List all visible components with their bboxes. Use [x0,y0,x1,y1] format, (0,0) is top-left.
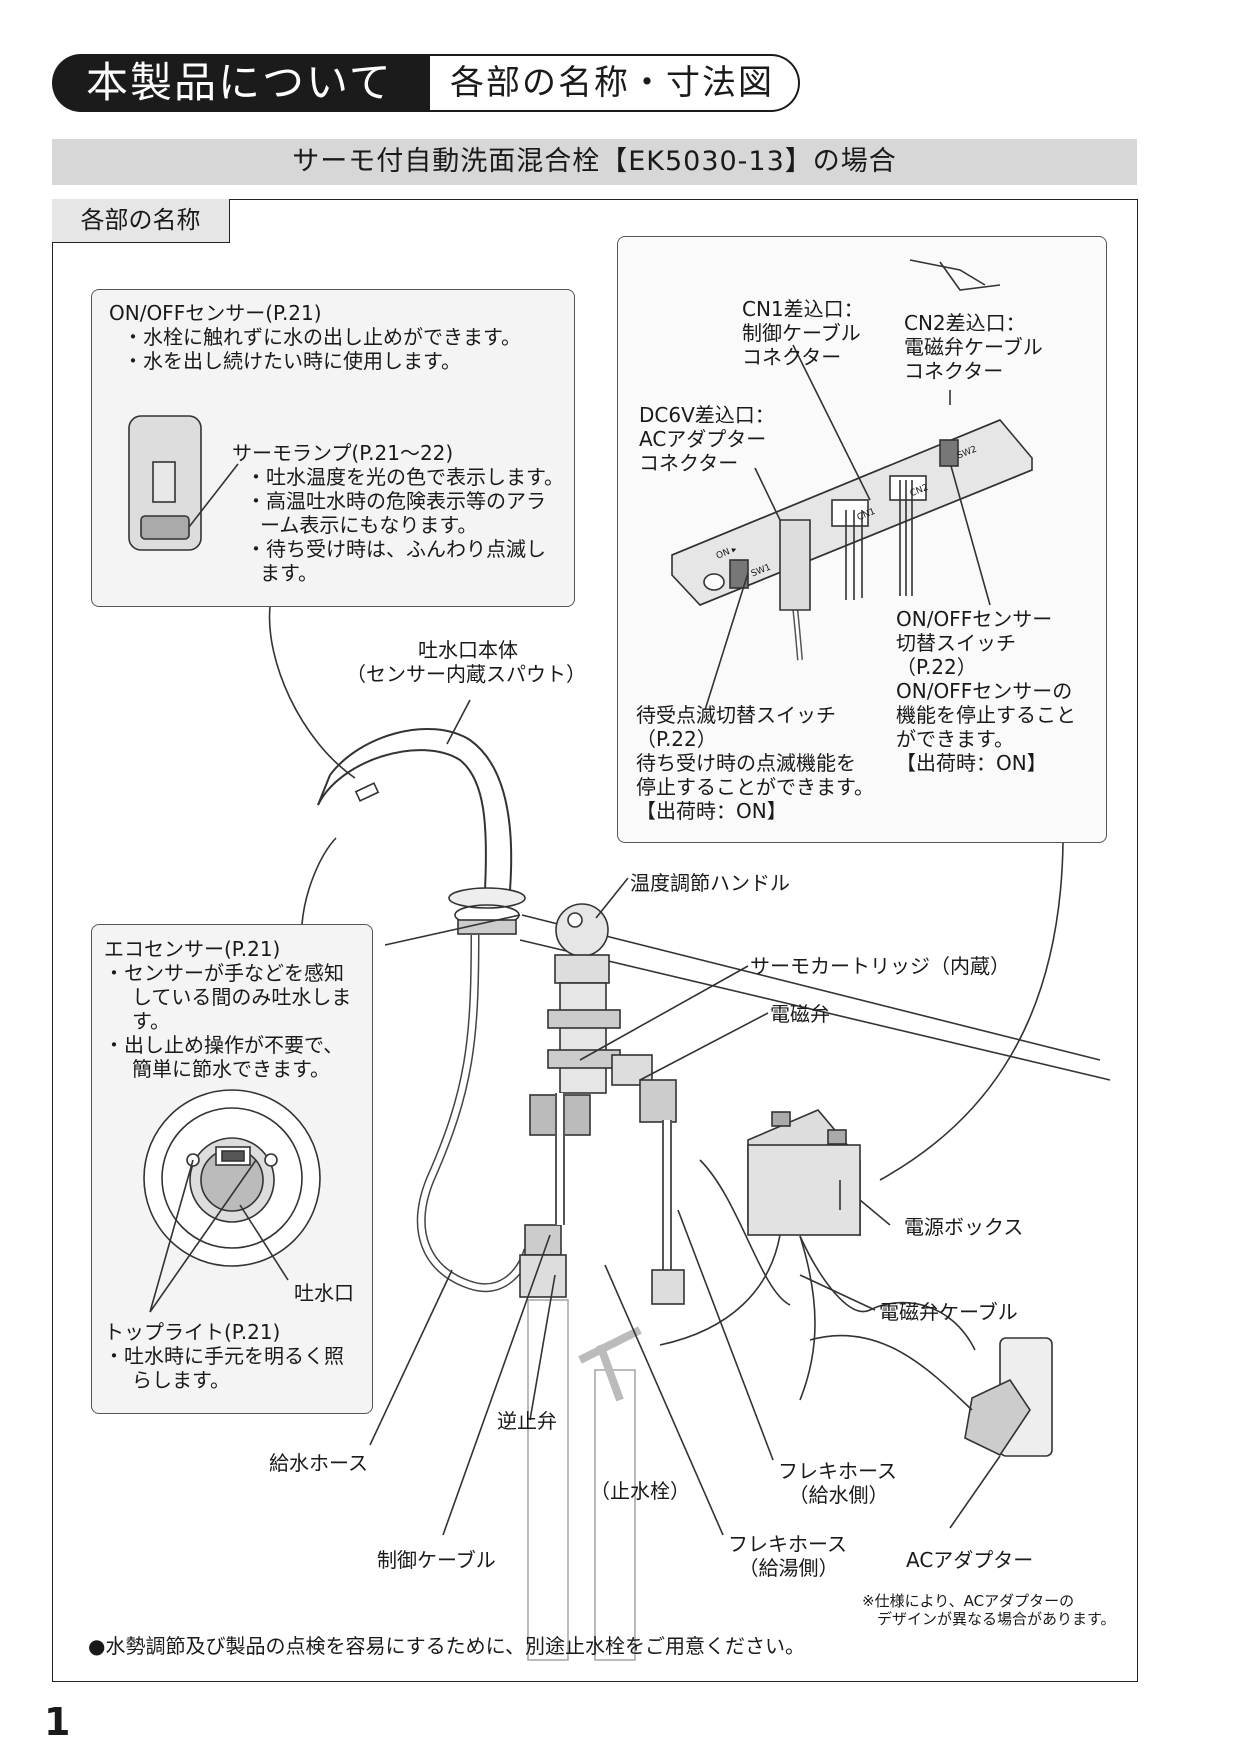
thermo-lamp-line-4: ・待ち受け時は、ふんわり点滅し [246,537,546,561]
eco-line-1: ・センサーが手などを感知 [104,961,344,985]
power-box-label: 電源ボックス [904,1215,1024,1239]
footnote-line-2: デザインが異なる場合があります。 [877,1610,1116,1628]
ac-adapter-label: ACアダプター [906,1548,1034,1572]
page-number: 1 [44,1700,71,1744]
parts-name-tab: 各部の名称 [52,199,230,243]
onoff-switch-line-6: ができます。 [896,727,1014,751]
onoff-switch-line-2: 切替スイッチ [896,631,1016,655]
standby-line-2: （P.22） [636,727,717,751]
onoff-line-2: ・水を出し続けたい時に使用します。 [123,349,461,373]
control-cable-label: 制御ケーブル [377,1548,496,1572]
flex-cold-label: フレキホース （給水側） [778,1459,897,1507]
thermo-lamp-text: サーモランプ(P.21～22) ・吐水温度を光の色で表示します。 ・高温吐水時の… [232,441,564,585]
onoff-line-1: ・水栓に触れずに水の出し止めができます。 [123,325,521,349]
cn1-line-1: CN1差込口： [742,297,864,321]
cn1-label: CN1差込口： 制御ケーブル コネクター [742,297,864,369]
temp-handle-label: 温度調節ハンドル [630,871,790,895]
onoff-switch-line-4: ON/OFFセンサーの [896,679,1073,703]
cn2-line-2: 電磁弁ケーブル [904,335,1043,359]
cn2-line-3: コネクター [904,359,1004,383]
solenoid-label: 電磁弁 [770,1002,830,1026]
stop-valve-note: ●水勢調節及び製品の点検を容易にするために、別途止水栓をご用意ください。 [88,1634,806,1658]
cn2-line-1: CN2差込口： [904,311,1026,335]
onoff-sensor-text: ON/OFFセンサー(P.21) ・水栓に触れずに水の出し止めができます。 ・水… [109,301,521,373]
dc6v-line-3: コネクター [639,451,739,475]
eco-sensor-title: エコセンサー(P.21) [104,937,281,961]
supply-hose-label: 給水ホース [269,1451,368,1475]
standby-line-3: 待ち受け時の点滅機能を [636,751,856,775]
thermo-lamp-line-5: ます。 [260,561,318,585]
dc6v-label: DC6V差込口： ACアダプター コネクター [639,403,775,475]
toplight-line-1: ・吐水時に手元を明るく照 [104,1344,344,1368]
thermo-cartridge-label: サーモカートリッジ（内蔵） [750,954,1010,978]
toplight-text: トップライト(P.21) ・吐水時に手元を明るく照 らします。 [104,1320,344,1392]
section-title: 本製品について [52,54,430,112]
content-frame [52,199,1138,1682]
footnote: ※仕様により、ACアダプターの デザインが異なる場合があります。 [862,1592,1116,1628]
flex-hot-line-1: フレキホース [728,1532,847,1556]
eco-line-4: ・出し止め操作が不要で、 [104,1033,344,1057]
thermo-lamp-line-3: ーム表示にもなります。 [260,513,478,537]
dc6v-line-2: ACアダプター [639,427,767,451]
cn2-label: CN2差込口： 電磁弁ケーブル コネクター [904,311,1043,383]
cn1-line-2: 制御ケーブル [742,321,861,345]
thermo-lamp-line-1: ・吐水温度を光の色で表示します。 [246,465,564,489]
flex-cold-line-1: フレキホース [778,1459,897,1483]
spout-line-2: （センサー内蔵スパウト） [346,662,586,686]
spout-line-1: 吐水口本体 [418,638,518,662]
thermo-lamp-line-2: ・高温吐水時の危険表示等のアラ [246,489,546,513]
onoff-switch-line-3: （P.22） [896,655,977,679]
model-subheader: サーモ付自動洗面混合栓【EK5030-13】の場合 [52,139,1137,185]
onoff-switch-line-7: 【出荷時：ON】 [896,751,1047,775]
toplight-line-2: らします。 [132,1368,230,1392]
onoff-switch-label: ON/OFFセンサー 切替スイッチ （P.22） ON/OFFセンサーの 機能を… [896,607,1076,775]
section-subtitle: 各部の名称・寸法図 [430,54,800,112]
spout-label: 吐水口本体 [418,638,518,662]
stop-valve-label: （止水栓） [590,1479,690,1503]
eco-sensor-text: エコセンサー(P.21) ・センサーが手などを感知 している間のみ吐水しま す。… [104,937,351,1081]
solenoid-cable-label: 電磁弁ケーブル [879,1300,1018,1324]
standby-line-4: 停止することができます。 [636,775,874,799]
footnote-line-1: ※仕様により、ACアダプターの [862,1592,1075,1610]
onoff-switch-line-1: ON/OFFセンサー [896,607,1053,631]
thermo-lamp-title: サーモランプ(P.21～22) [232,441,454,465]
onoff-sensor-title: ON/OFFセンサー(P.21) [109,301,322,325]
check-valve-label: 逆止弁 [497,1409,557,1433]
onoff-switch-line-5: 機能を停止すること [896,703,1076,727]
toplight-title: トップライト(P.21) [104,1320,281,1344]
standby-line-5: 【出荷時：ON】 [636,799,787,823]
standby-switch-label: 待受点滅切替スイッチ （P.22） 待ち受け時の点滅機能を 停止することができま… [636,703,874,823]
cn1-line-3: コネクター [742,345,842,369]
outlet-label: 吐水口 [294,1281,354,1305]
eco-line-3: す。 [132,1009,170,1033]
flex-cold-line-2: （給水側） [788,1483,889,1507]
eco-line-5: 簡単に節水できます。 [132,1057,330,1081]
dc6v-line-1: DC6V差込口： [639,403,775,427]
flex-hot-line-2: （給湯側） [738,1556,839,1580]
standby-line-1: 待受点滅切替スイッチ [636,703,836,727]
eco-line-2: している間のみ吐水しま [132,985,352,1009]
flex-hot-label: フレキホース （給湯側） [728,1532,847,1580]
